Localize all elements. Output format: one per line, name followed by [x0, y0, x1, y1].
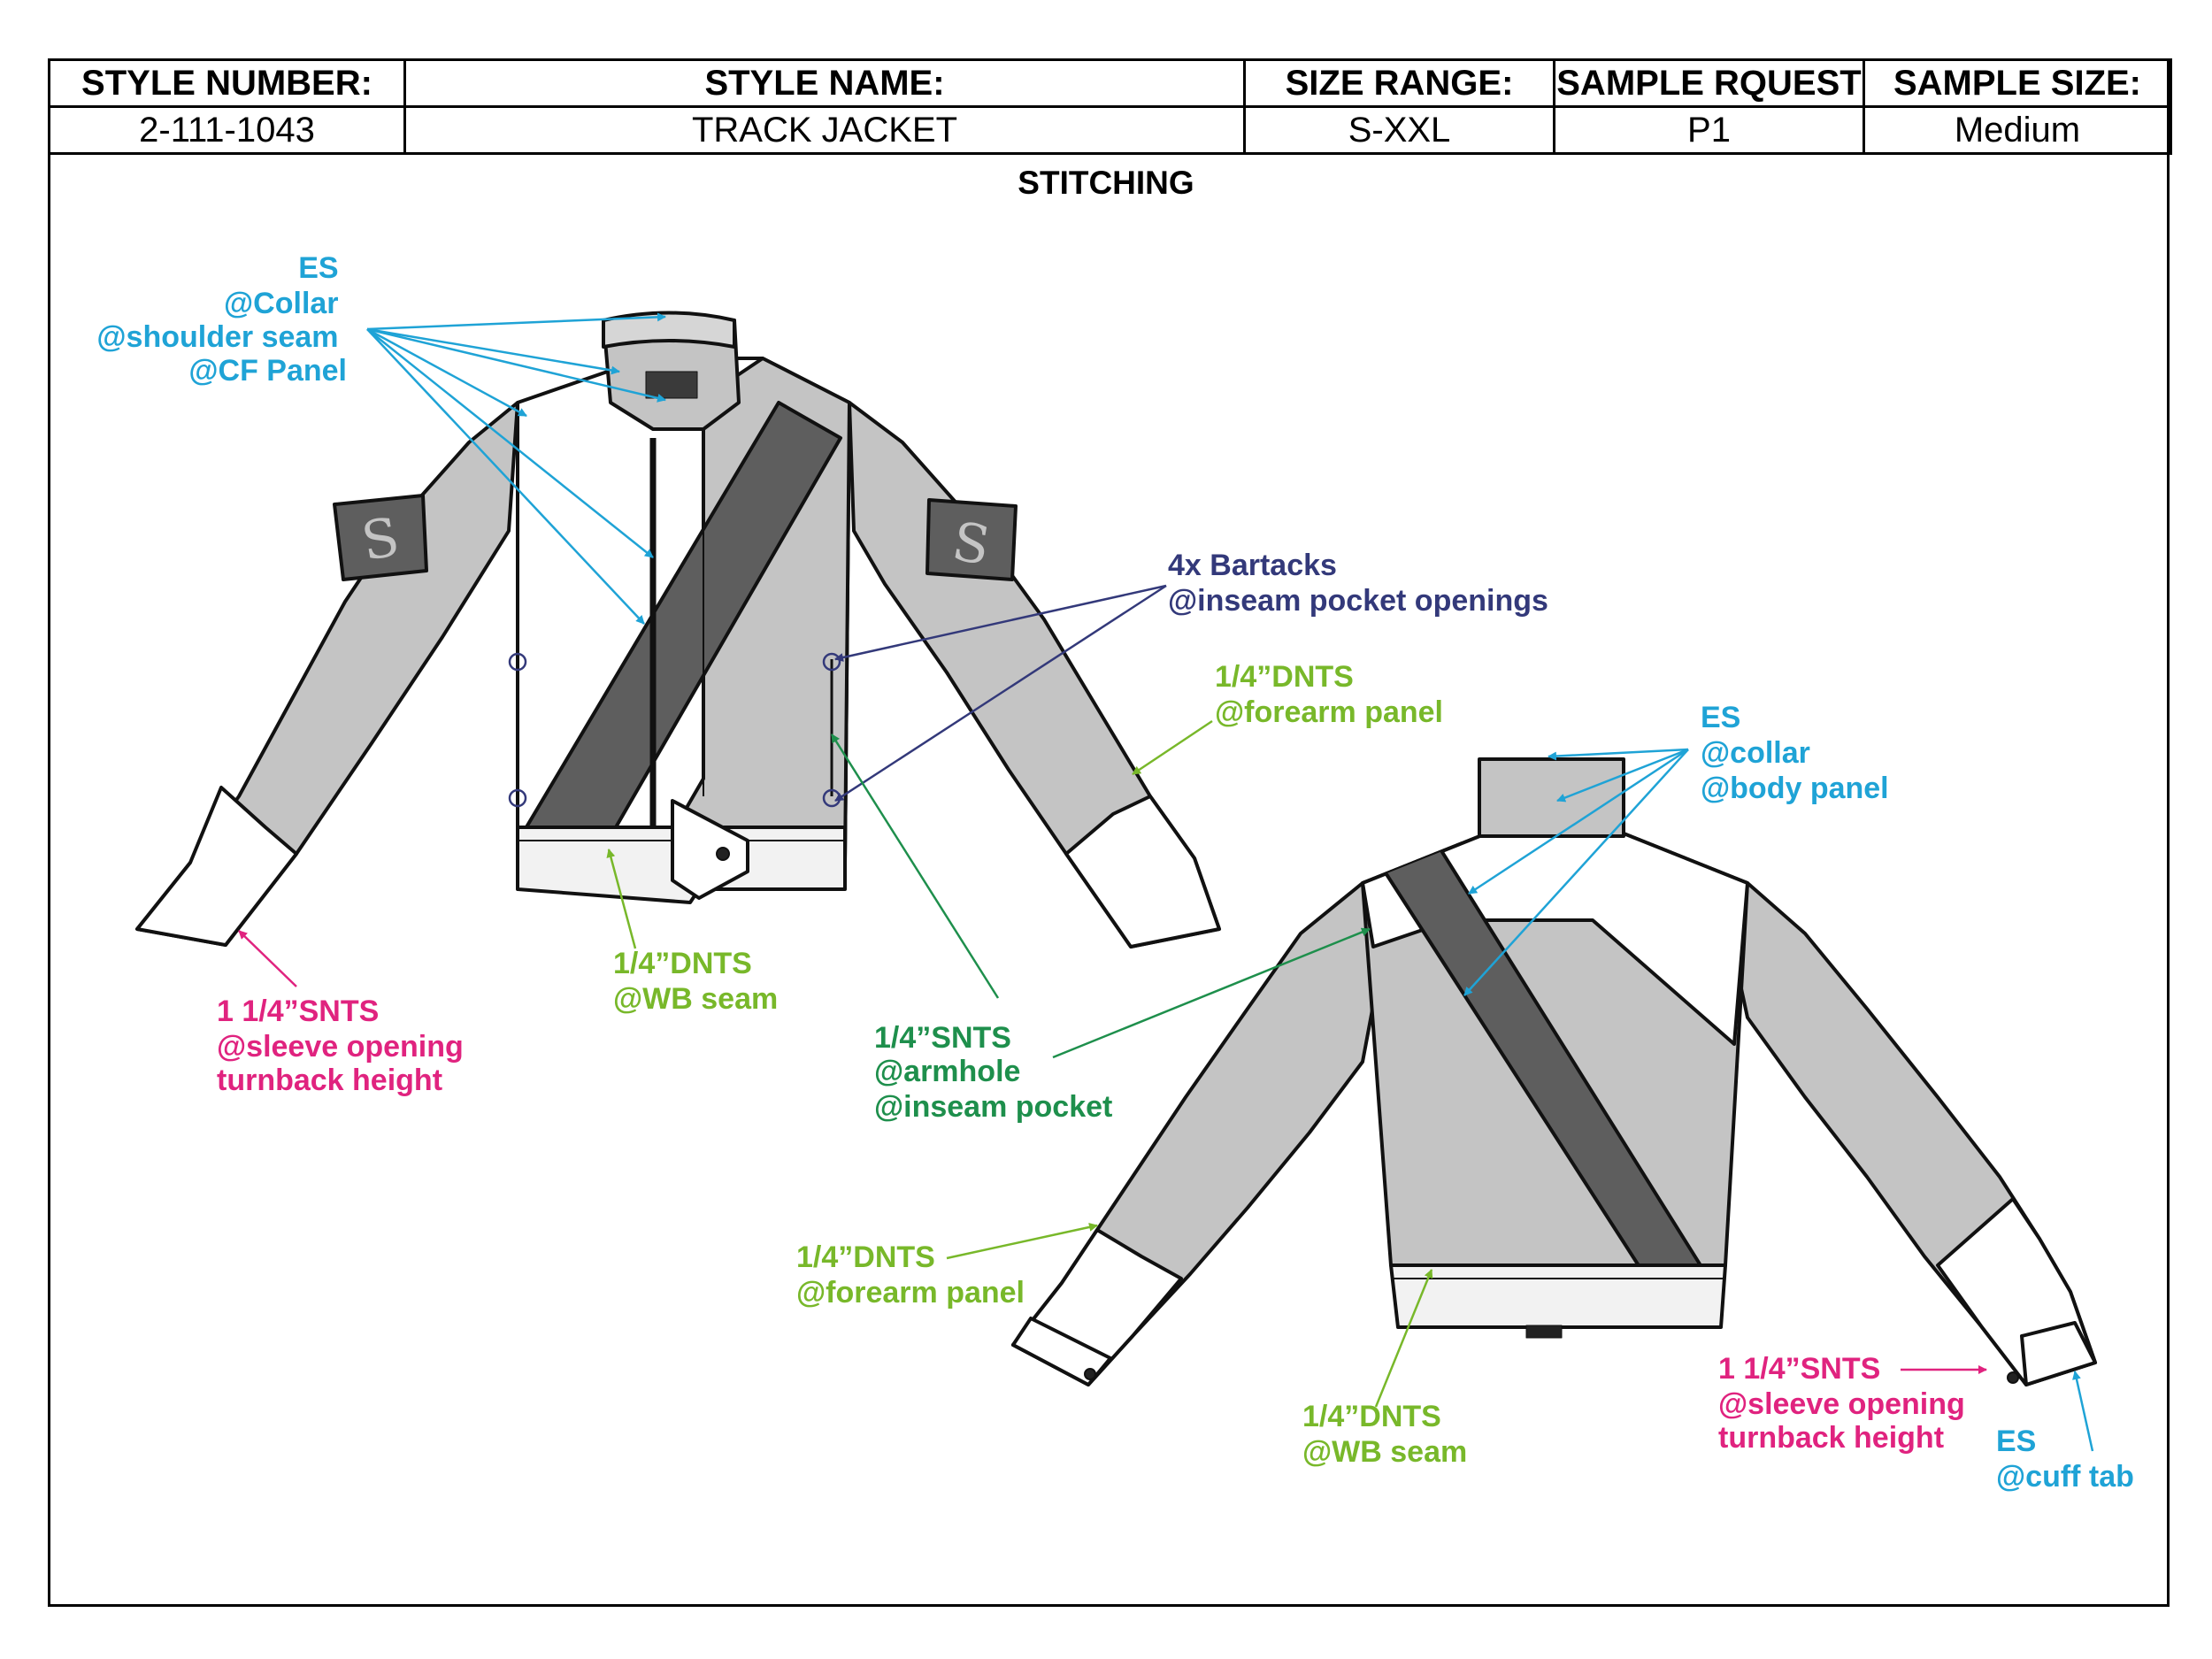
front-collar-fold	[602, 311, 736, 349]
armhole-callout: 1/4”SNTS @armhole @inseam pocket	[874, 1021, 1112, 1124]
back-collar	[1478, 757, 1625, 838]
sample-request-value: P1	[1553, 105, 1865, 155]
front-diagonal-stripe	[518, 401, 842, 863]
size-range-value: S-XXL	[1243, 105, 1555, 155]
waistband-snap	[716, 847, 730, 861]
front-forearm-arrow	[1132, 719, 1213, 776]
style-number-value: 2-111-1043	[48, 105, 406, 155]
front-es-callout: ES @Collar @shoulder seam @CF Panel	[96, 251, 347, 388]
armhole-arrow-back	[1052, 927, 1371, 1059]
back-right-cuff-tab	[2020, 1321, 2097, 1386]
front-sleeve-arrow	[238, 930, 297, 987]
spec-header-table: STYLE NUMBER: STYLE NAME: SIZE RANGE: SA…	[48, 58, 2172, 155]
style-number-label: STYLE NUMBER:	[48, 58, 406, 108]
right-shoulder-patch	[926, 498, 1018, 581]
front-es-arrows	[366, 312, 666, 625]
front-forearm-callout: 1/4”DNTS @forearm panel	[1215, 660, 1443, 729]
front-right-forearm-panel	[1064, 795, 1221, 949]
sample-size-value: Medium	[1863, 105, 2172, 155]
back-es-callout: ES @collar @body panel	[1701, 701, 1889, 805]
cuff-tab-callout: ES @cuff tab	[1996, 1425, 2134, 1494]
back-wb-callout: 1/4”DNTS @WB seam	[1302, 1400, 1467, 1469]
bartacks-callout: 4x Bartacks @inseam pocket openings	[1168, 549, 1548, 618]
back-waistband-snap	[1525, 1325, 1563, 1339]
front-wb-arrow	[606, 849, 637, 949]
callout-arrows	[238, 312, 2094, 1452]
back-jacket-sketch	[1011, 757, 2097, 1386]
collar-label	[645, 371, 698, 399]
style-name-value: TRACK JACKET	[403, 105, 1246, 155]
back-wb-arrow	[1374, 1269, 1433, 1408]
back-left-cuff-snap	[1084, 1368, 1096, 1380]
front-sleeve-callout: 1 1/4”SNTS @sleeve opening turnback heig…	[217, 995, 472, 1097]
style-name-label: STYLE NAME:	[403, 58, 1246, 108]
cuff-tab-arrow	[2072, 1371, 2094, 1452]
back-right-cuff-snap	[2007, 1371, 2019, 1384]
back-sleeve-callout: 1 1/4”SNTS @sleeve opening turnback heig…	[1718, 1352, 1973, 1455]
back-forearm-arrow	[946, 1223, 1098, 1260]
sample-size-label: SAMPLE SIZE:	[1863, 58, 2172, 108]
callout-labels: ES @Collar @shoulder seam @CF Panel 4x B…	[96, 251, 2134, 1494]
spec-header-labels: STYLE NUMBER: STYLE NAME: SIZE RANGE: SA…	[48, 58, 2172, 108]
spec-header-values: 2-111-1043 TRACK JACKET S-XXL P1 Medium	[48, 105, 2172, 155]
front-left-forearm-panel	[135, 786, 298, 947]
left-shoulder-patch	[333, 494, 428, 581]
back-es-arrows	[1463, 748, 1689, 996]
back-left-cuff-tab	[1011, 1317, 1112, 1386]
size-range-label: SIZE RANGE:	[1243, 58, 1555, 108]
armhole-arrow-front	[830, 733, 1000, 999]
front-wb-callout: 1/4”DNTS @WB seam	[613, 947, 778, 1016]
bartack-arrows	[508, 584, 1167, 808]
back-forearm-callout: 1/4”DNTS @forearm panel	[796, 1240, 1025, 1310]
front-jacket-sketch: S S	[135, 311, 1221, 949]
back-waistband	[1389, 1263, 1727, 1329]
front-waistband-tab	[671, 799, 749, 900]
sample-request-label: SAMPLE RQUEST	[1553, 58, 1865, 108]
section-title: STITCHING	[1018, 165, 1194, 201]
